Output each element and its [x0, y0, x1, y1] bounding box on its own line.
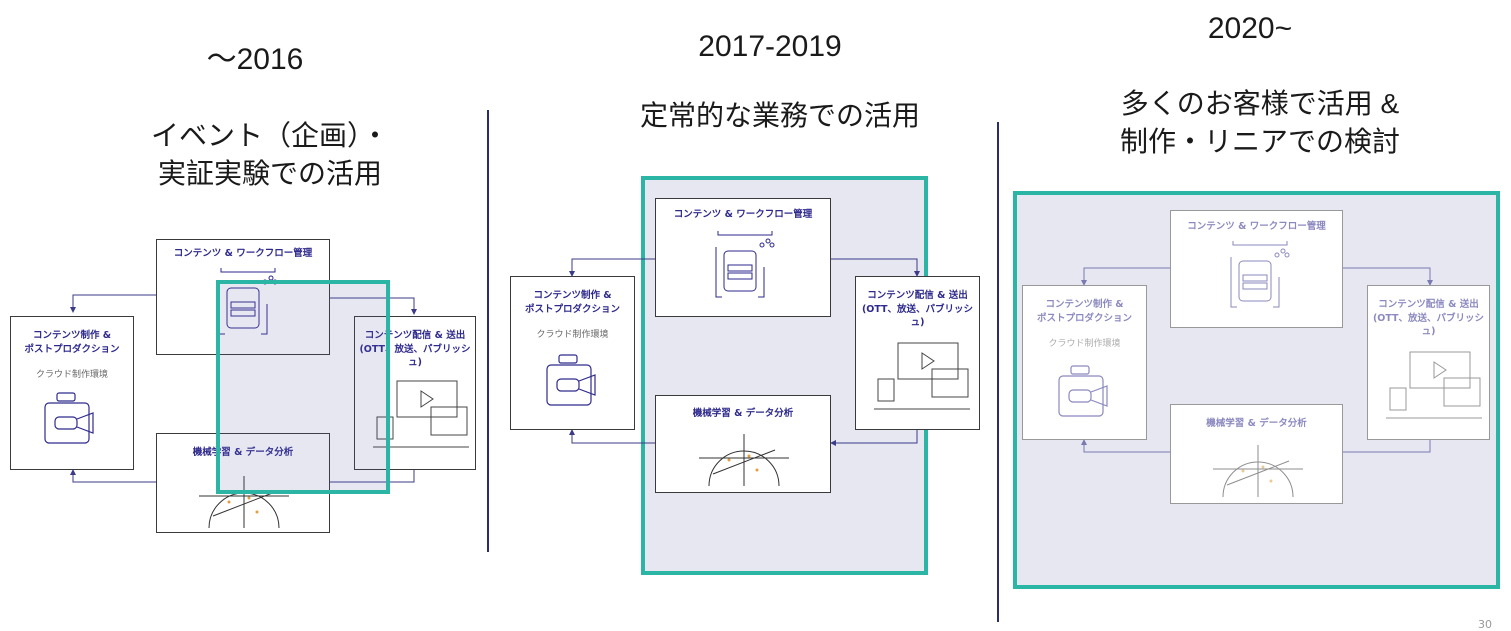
delivery-title-line2: (OTT、放送、パブリッシュ): [1372, 313, 1485, 337]
machine-learning-title: 機械学習 & データ分析: [1206, 418, 1307, 429]
stage3-description-line1: 多くのお客様で活用 &: [1120, 88, 1400, 119]
data-analysis-icon: [699, 434, 789, 487]
connector-arrows: [569, 258, 920, 446]
divider-1: [487, 110, 489, 552]
production-title-line2: ポストプロダクション: [524, 304, 620, 315]
machine-learning-box: 機械学習 & データ分析: [1170, 404, 1343, 504]
production-box: コンテンツ制作 & ポストプロダクション クラウド制作環境: [10, 316, 134, 470]
machine-learning-title: 機械学習 & データ分析: [692, 408, 794, 419]
delivery-title-line1: コンテンツ配信 & 送出: [867, 290, 968, 301]
video-camera-icon: [546, 354, 596, 406]
highlight-frame-1: [216, 280, 390, 494]
stage3-period: 2020~: [1207, 12, 1293, 45]
production-title-line1: コンテンツ制作 &: [1045, 299, 1124, 310]
production-title-line2: ポストプロダクション: [24, 344, 120, 355]
video-camera-icon: [1058, 365, 1108, 417]
stage1-description-line1: イベント（企画）・: [150, 120, 389, 151]
workflow-icon: [715, 231, 775, 298]
delivery-box: コンテンツ配信 & 送出 (OTT、放送、パブリッシュ): [855, 276, 980, 430]
delivery-title-line2: (OTT、放送、パブリッシュ): [861, 304, 974, 328]
devices-icon: [874, 342, 970, 410]
stage3-description-line2: 制作・リニアでの検討: [1119, 126, 1400, 157]
workflow-management-box: コンテンツ & ワークフロー管理: [1170, 210, 1343, 328]
stage2-description-line1: 定常的な業務での活用: [639, 100, 920, 131]
stage1-description-line2: 実証実験での活用: [157, 158, 382, 189]
connector-arrows: [70, 294, 417, 483]
diagram-panel-1: コンテンツ & ワークフロー管理 コンテンツ制作 & ポストプロダクション クラ…: [0, 0, 490, 630]
workflow-icon: [1230, 241, 1290, 308]
production-note: クラウド制作環境: [35, 370, 108, 380]
workflow-management-title: コンテンツ & ワークフロー管理: [673, 209, 813, 220]
stage1-period: ～2016: [206, 43, 304, 76]
production-note: クラウド制作環境: [1048, 339, 1121, 349]
workflow-management-box: コンテンツ & ワークフロー管理: [156, 239, 330, 355]
stage2-period: 2017-2019: [698, 30, 842, 63]
workflow-management-title: コンテンツ & ワークフロー管理: [173, 248, 313, 259]
data-analysis-icon: [1213, 445, 1303, 498]
production-note: クラウド制作環境: [536, 330, 609, 340]
workflow-management-title: コンテンツ & ワークフロー管理: [1187, 221, 1326, 232]
production-title-line1: コンテンツ制作 &: [533, 290, 612, 301]
page-number: 30: [1478, 618, 1492, 631]
workflow-management-box: コンテンツ & ワークフロー管理: [655, 198, 831, 317]
machine-learning-box: 機械学習 & データ分析: [156, 433, 330, 533]
delivery-box: コンテンツ配信 & 送出 (OTT、放送、パブリッシュ): [1367, 285, 1490, 440]
video-camera-icon: [44, 392, 94, 444]
production-title-line2: ポストプロダクション: [1036, 313, 1132, 324]
machine-learning-box: 機械学習 & データ分析: [655, 395, 831, 493]
data-analysis-icon: [199, 476, 289, 529]
production-title-line1: コンテンツ制作 &: [32, 330, 112, 341]
production-box: コンテンツ制作 & ポストプロダクション クラウド制作環境: [510, 276, 635, 430]
diagram-panel-2: コンテンツ & ワークフロー管理 コンテンツ制作 & ポストプロダクション クラ…: [510, 176, 980, 575]
divider-2: [997, 122, 999, 622]
delivery-box: コンテンツ配信 & 送出 (OTT、放送、パブリッシュ): [354, 316, 476, 470]
devices-icon: [1386, 351, 1482, 419]
delivery-title-line2: (OTT、放送、パブリッシュ): [359, 344, 471, 368]
production-box: コンテンツ制作 & ポストプロダクション クラウド制作環境: [1022, 285, 1147, 440]
delivery-title-line1: コンテンツ配信 & 送出: [1378, 299, 1479, 310]
delivery-title-line1: コンテンツ配信 & 送出: [364, 330, 466, 341]
machine-learning-title: 機械学習 & データ分析: [192, 447, 294, 458]
